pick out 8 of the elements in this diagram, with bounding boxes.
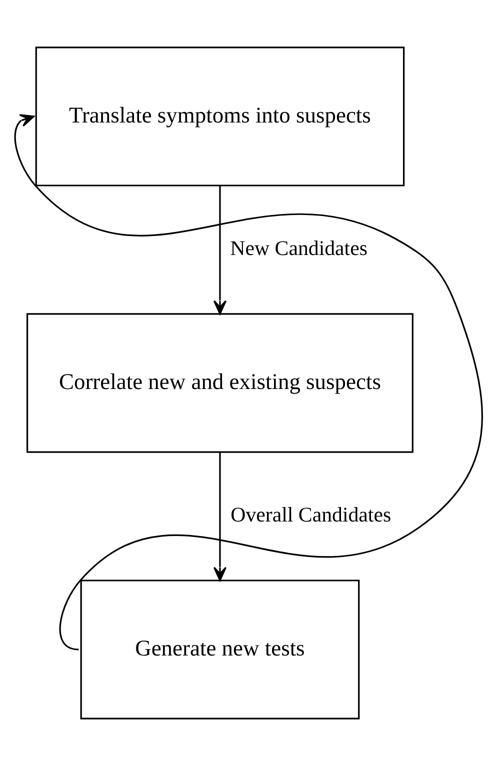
- edge-label: New Candidates: [230, 236, 368, 260]
- arrow: [213, 452, 227, 582]
- arrow: [14, 114, 483, 650]
- node-box: Translate symptoms into suspects: [35, 46, 405, 186]
- node-box: Correlate new and existing suspects: [26, 313, 414, 453]
- edge-label: Overall Candidates: [230, 502, 392, 527]
- arrow: [213, 186, 227, 315]
- node-box: Generate new tests: [80, 580, 360, 720]
